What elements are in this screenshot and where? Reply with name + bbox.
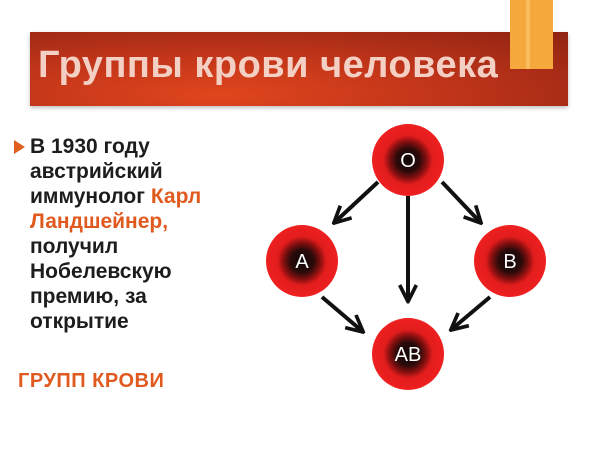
accent-block [510,0,553,69]
arrow-o-to-b [440,180,480,222]
highlight-name: Карл [150,185,202,208]
node-label-a: A [295,251,309,273]
text-line: премию, за [30,285,147,308]
node-label-o: O [400,150,416,172]
arrow-a-to-ab [320,295,362,331]
node-ab: AB [372,318,444,390]
text-line: австрийский [30,160,163,183]
text-line: иммунолог Карл [30,184,250,209]
accent-stripe [526,0,530,69]
text-line: получил [30,235,119,258]
blood-groups-caption: ГРУПП КРОВИ [18,370,165,392]
node-o: O [372,124,444,196]
title-banner [30,32,568,106]
node-b: B [474,225,546,297]
bullet-arrow-icon [14,140,25,154]
text-line: открытие [30,310,129,333]
text-fragment: иммунолог [30,185,151,208]
node-label-ab: AB [395,344,422,366]
text-line: Нобелевскую [30,260,172,283]
highlight-surname: Ландшейнер, [30,210,169,233]
arrow-o-to-a [335,180,380,222]
node-a: A [266,225,338,297]
text-line: В 1930 году [30,135,150,158]
body-text: В 1930 году австрийский иммунолог Карл Л… [30,134,250,334]
node-label-b: B [503,251,516,273]
slide-title: Группы крови человека [38,44,499,86]
arrow-b-to-ab [452,295,492,329]
